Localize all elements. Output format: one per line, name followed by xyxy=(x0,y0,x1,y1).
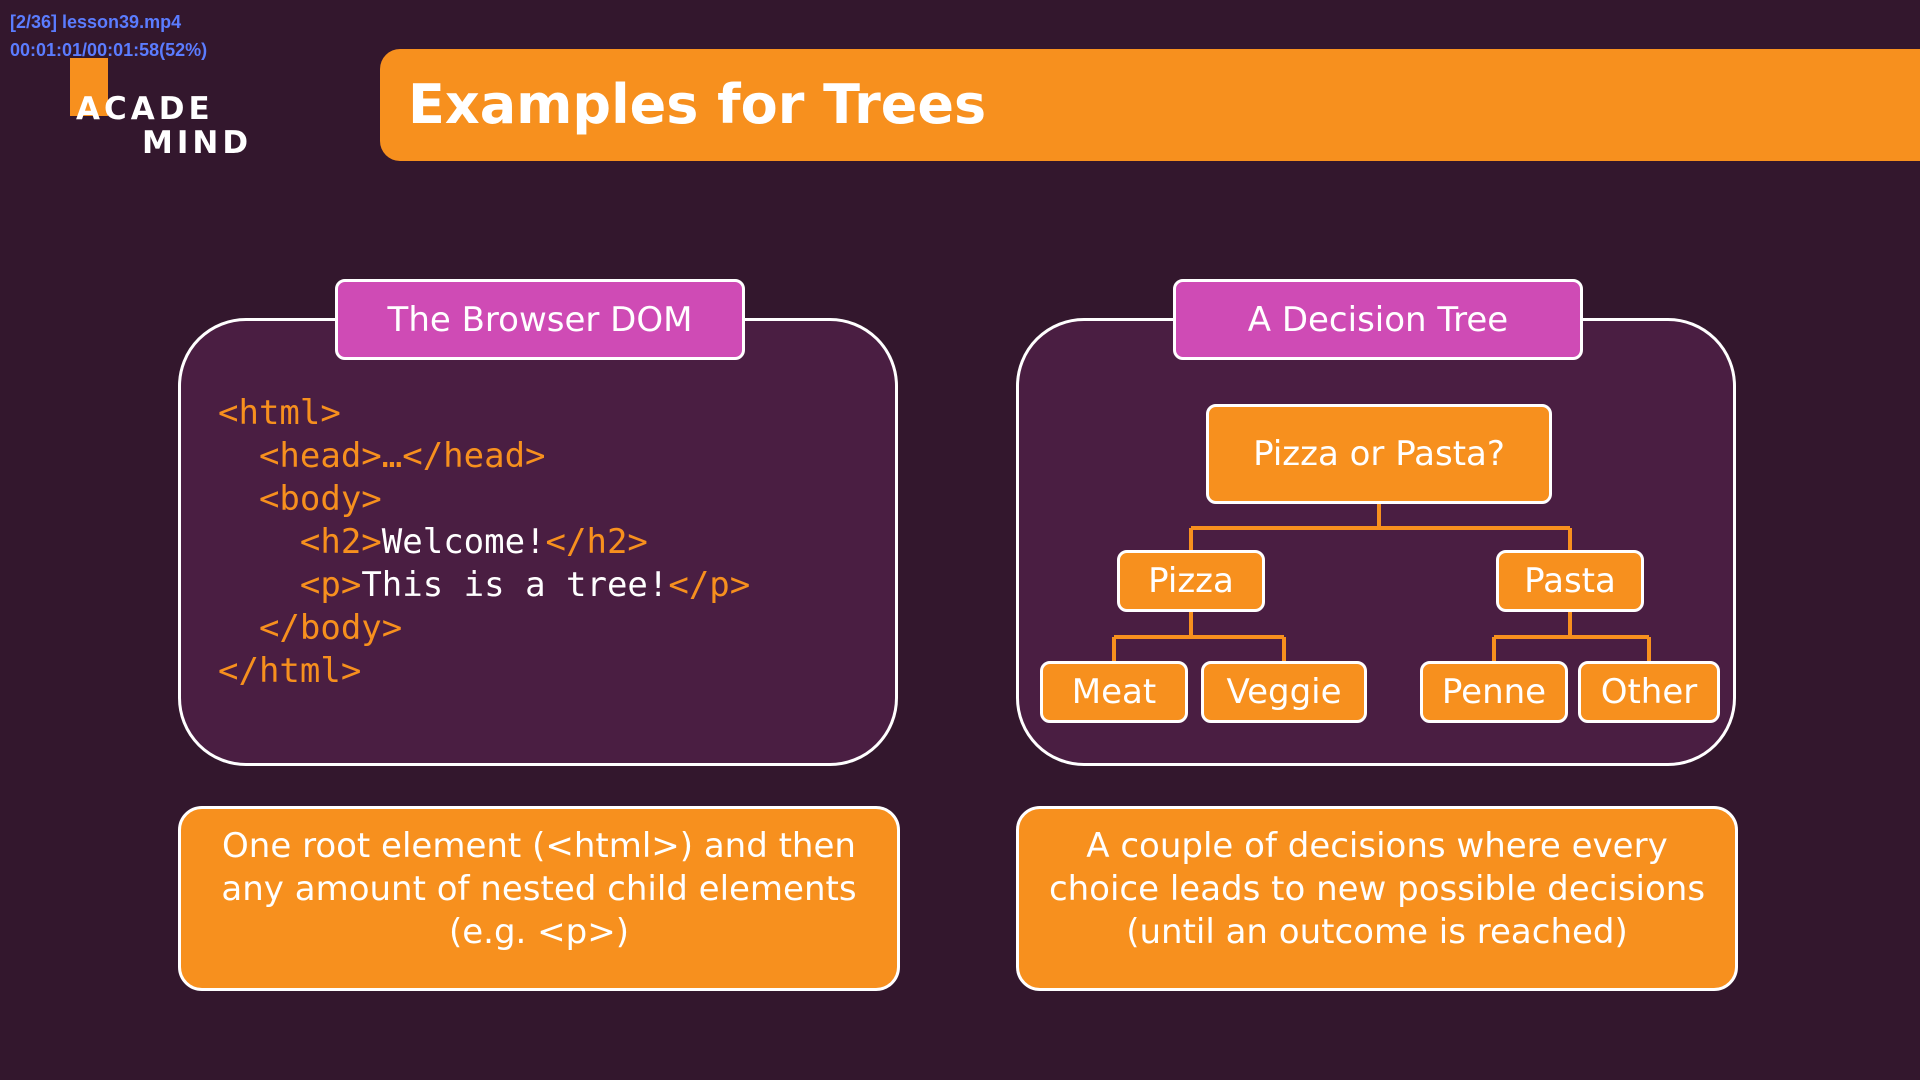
decision-tree-description: A couple of decisions where every choice… xyxy=(1016,806,1738,991)
logo-line-2: MIND xyxy=(142,125,253,161)
logo-line-1: ACADE xyxy=(76,91,214,127)
code-line-1: <html> xyxy=(218,393,341,433)
code-line-4-text: Welcome! xyxy=(381,522,546,562)
academind-logo-icon xyxy=(70,58,108,116)
code-line-2: <head>…</head> xyxy=(258,436,546,476)
tree-node-root: Pizza or Pasta? xyxy=(1206,404,1552,504)
code-line-5-text: This is a tree! xyxy=(361,565,669,605)
tree-node-veggie: Veggie xyxy=(1201,661,1367,723)
code-line-6: </body> xyxy=(258,608,403,648)
page-title: Examples for Trees xyxy=(408,73,987,136)
player-file-label: [2/36] lesson39.mp4 xyxy=(10,12,182,32)
decision-tree-label: A Decision Tree xyxy=(1173,279,1583,360)
dom-description: One root element (<html>) and then any a… xyxy=(178,806,900,991)
code-line-5-open: <p> xyxy=(299,565,362,605)
player-time-label: 00:01:01/00:01:58(52%) xyxy=(10,40,208,60)
code-line-3: <body> xyxy=(258,479,382,519)
code-line-4-close: </h2> xyxy=(545,522,648,562)
tree-node-other: Other xyxy=(1578,661,1720,723)
browser-dom-panel xyxy=(178,318,898,766)
browser-dom-label: The Browser DOM xyxy=(335,279,745,360)
dom-code-block: <html> <head>…</head> <body> <h2>Welcome… xyxy=(218,392,750,693)
tree-node-pasta: Pasta xyxy=(1496,550,1644,612)
code-line-4-open: <h2> xyxy=(299,522,382,562)
tree-node-pizza: Pizza xyxy=(1117,550,1265,612)
academind-logo: ACADE MIND xyxy=(76,92,252,160)
title-banner xyxy=(380,49,1920,161)
tree-node-meat: Meat xyxy=(1040,661,1188,723)
code-line-5-close: </p> xyxy=(668,565,751,605)
code-line-7: </html> xyxy=(218,651,362,691)
tree-node-penne: Penne xyxy=(1420,661,1568,723)
